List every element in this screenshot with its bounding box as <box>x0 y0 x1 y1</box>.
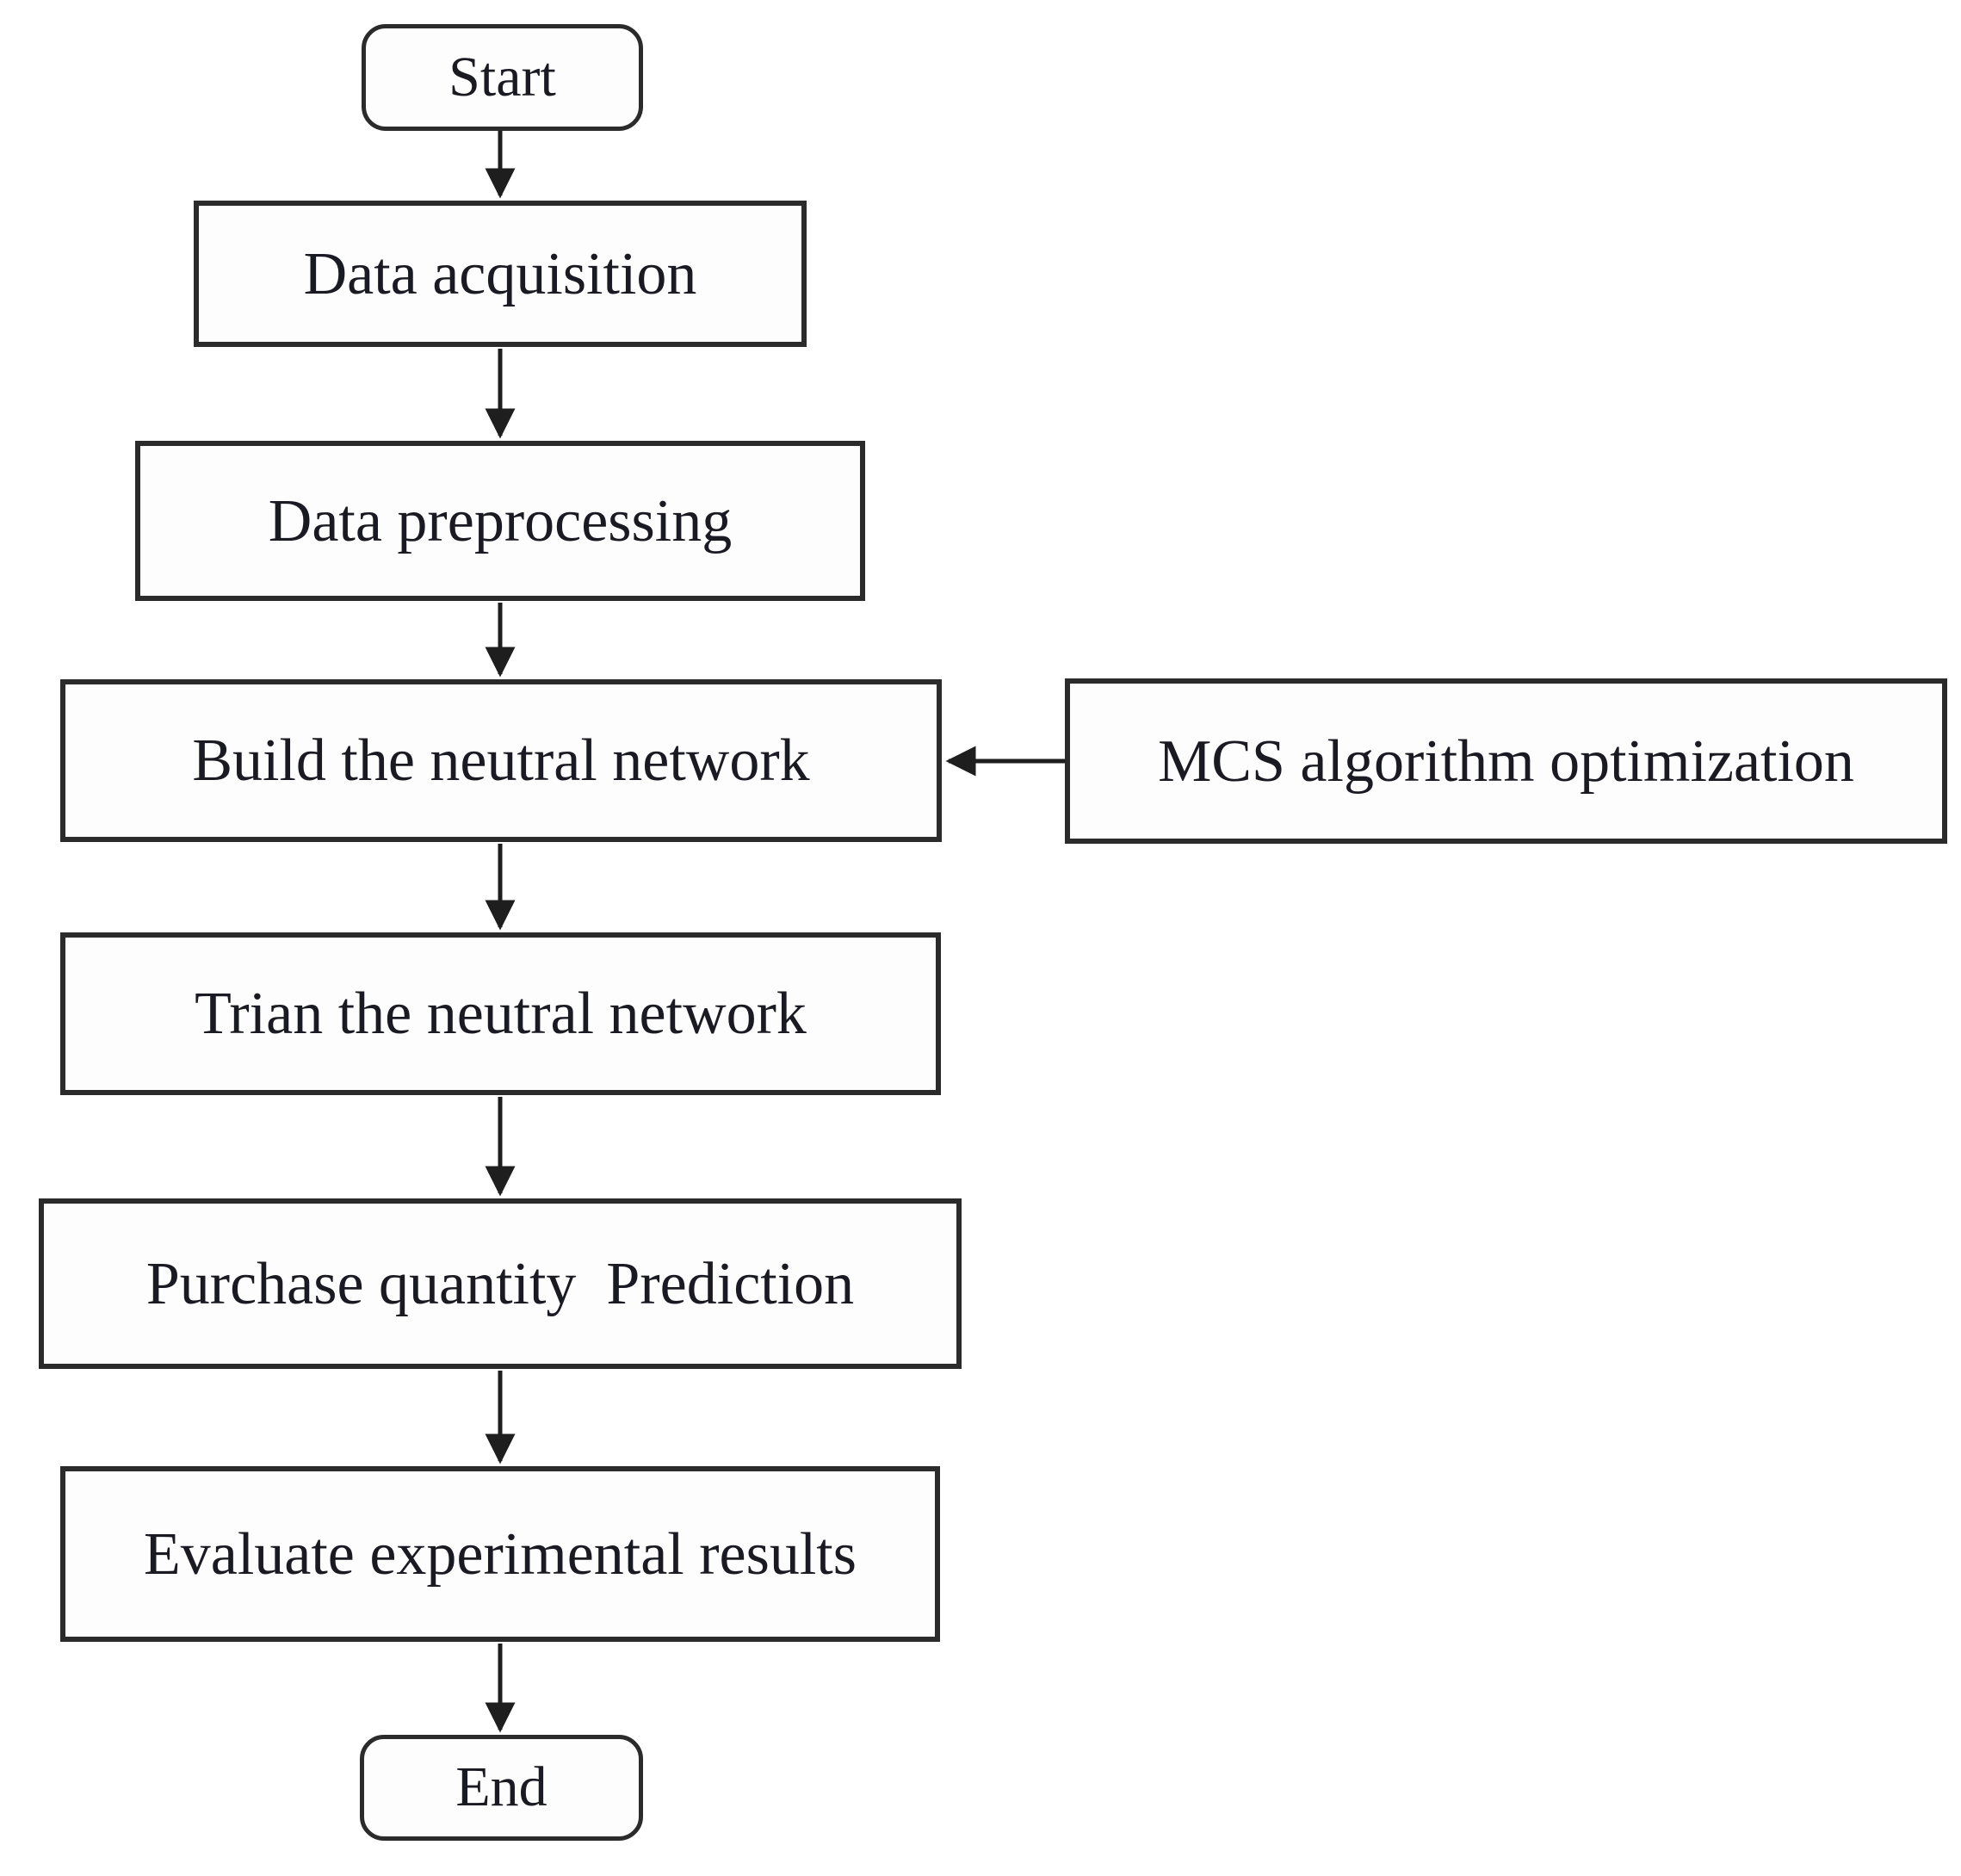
flowchart-node-end: End <box>360 1735 643 1841</box>
flowchart-node-purchase-prediction: Purchase quantity Prediction <box>39 1198 962 1369</box>
node-label-build-network: Build the neutral network <box>192 727 810 794</box>
node-label-train-network: Trian the neutral network <box>195 981 807 1047</box>
flowchart-node-build-network: Build the neutral network <box>60 679 942 842</box>
node-label-end: End <box>455 1755 547 1819</box>
flowchart-node-data-preprocessing: Data preprocessing <box>135 441 865 601</box>
flowchart-node-evaluate-results: Evaluate experimental results <box>60 1466 940 1642</box>
node-label-start: Start <box>448 45 556 108</box>
node-label-evaluate-results: Evaluate experimental results <box>143 1520 857 1588</box>
node-label-data-preprocessing: Data preprocessing <box>268 487 733 554</box>
flowchart-node-data-acquisition: Data acquisition <box>194 201 807 347</box>
node-label-data-acquisition: Data acquisition <box>303 240 697 307</box>
node-label-mcs-optimization: MCS algorithm optimization <box>1158 727 1854 795</box>
flowchart-node-start: Start <box>362 24 643 131</box>
flowchart-node-mcs-optimization: MCS algorithm optimization <box>1065 678 1947 844</box>
flowchart-node-train-network: Trian the neutral network <box>60 932 941 1095</box>
node-label-purchase-prediction: Purchase quantity Prediction <box>145 1250 855 1317</box>
